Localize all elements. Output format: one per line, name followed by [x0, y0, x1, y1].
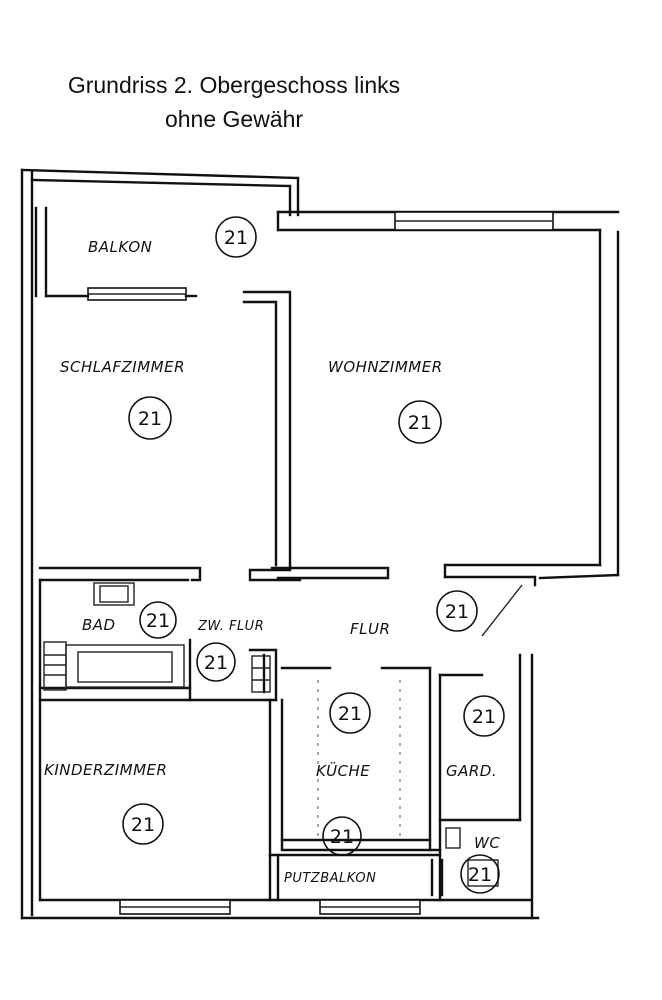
room-label-putzbalkon: PUTZBALKON	[284, 871, 376, 886]
plan-title: Grundriss 2. Obergeschoss links	[67, 72, 401, 98]
room-number-wohnzimmer: 21	[398, 400, 442, 444]
room-label-bad: BAD	[82, 616, 116, 634]
room-number-balkon: 21	[215, 216, 257, 258]
svg-text:21: 21	[131, 814, 155, 836]
svg-text:21: 21	[330, 826, 354, 848]
plan-subtitle: ohne Gewähr	[164, 106, 304, 132]
svg-text:21: 21	[224, 227, 248, 249]
svg-text:21: 21	[146, 610, 170, 632]
svg-text:21: 21	[338, 703, 362, 725]
room-number-putzbalkon: 21	[322, 816, 362, 856]
room-label-zw-flur: ZW. FLUR	[197, 619, 264, 634]
svg-text:21: 21	[138, 408, 162, 430]
outer-walls	[20, 168, 620, 920]
svg-text:21: 21	[445, 601, 469, 623]
svg-text:21: 21	[408, 412, 432, 434]
room-label-flur: FLUR	[350, 620, 390, 638]
room-number-schlafzimmer: 21	[128, 396, 172, 440]
room-number-kinderzimmer: 21	[122, 803, 164, 845]
room-number-wc: 21	[460, 854, 500, 894]
room-label-wohnzimmer: WOHNZIMMER	[328, 358, 443, 376]
room-number-flur: 21	[436, 590, 478, 632]
svg-text:21: 21	[468, 864, 492, 886]
svg-text:21: 21	[204, 652, 228, 674]
interior-walls	[38, 290, 620, 920]
room-label-kinderzimmer: KINDERZIMMER	[44, 761, 167, 779]
room-number-bad: 21	[139, 601, 177, 639]
windows	[87, 211, 554, 915]
room-number-kueche: 21	[329, 692, 371, 734]
room-label-balkon: BALKON	[88, 238, 152, 256]
room-label-schlafzimmer: SCHLAFZIMMER	[60, 358, 185, 376]
room-label-gard: GARD.	[446, 762, 497, 780]
svg-text:21: 21	[472, 706, 496, 728]
room-label-wc: WC	[474, 834, 500, 852]
room-number-gard: 21	[463, 695, 505, 737]
bathroom-fixtures	[43, 582, 499, 887]
room-label-kueche: KÜCHE	[316, 761, 370, 780]
room-number-zw-flur: 21	[196, 642, 236, 682]
